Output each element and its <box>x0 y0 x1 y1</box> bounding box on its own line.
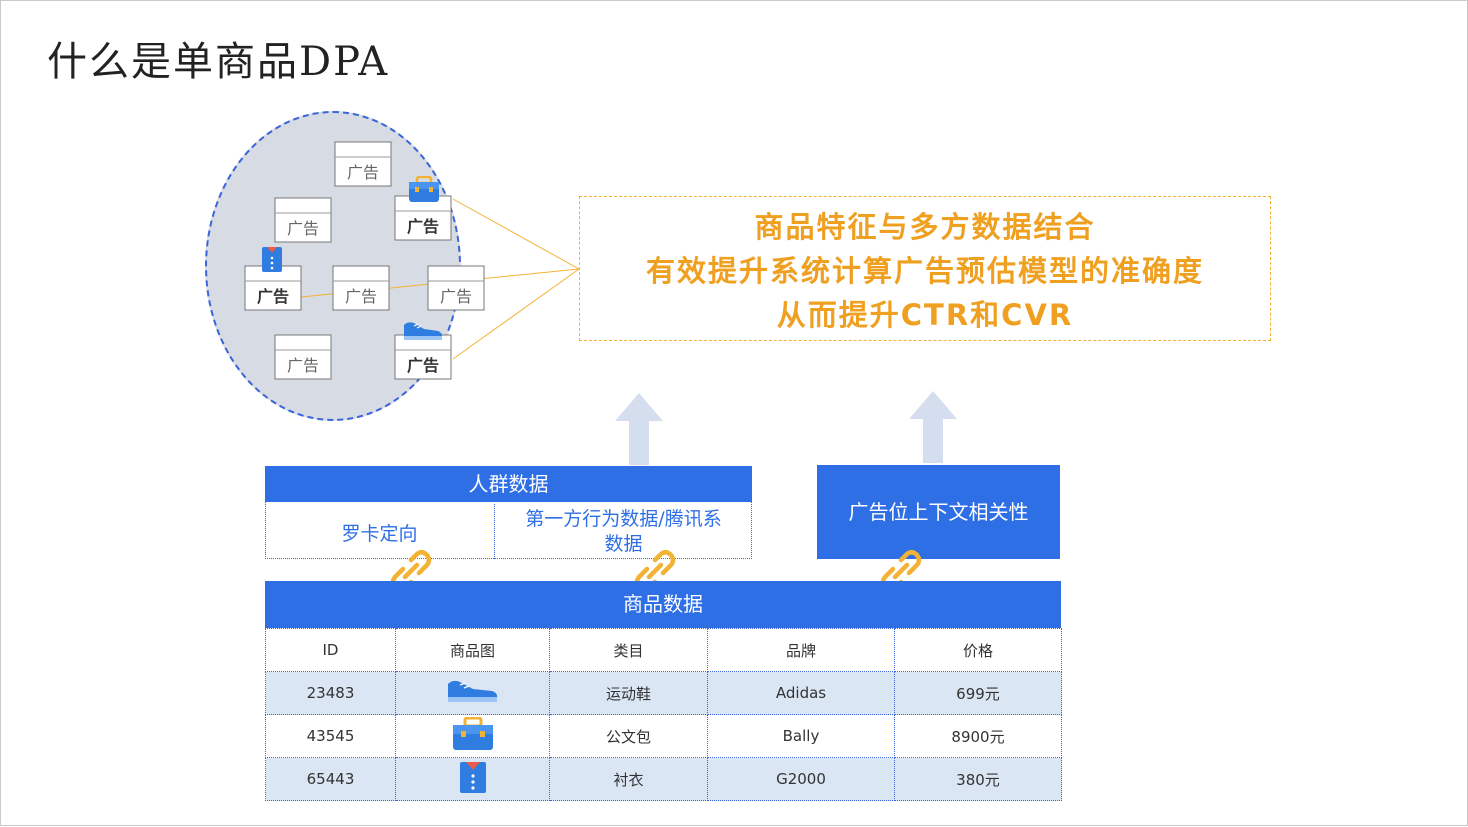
column-header: 品牌 <box>707 628 895 672</box>
cell-brand: G2000 <box>707 757 895 801</box>
ad-box-label: 广告 <box>344 287 377 306</box>
ad-box-shoe: 广告 <box>394 334 452 380</box>
cell-image <box>395 714 550 758</box>
ad-box-label: 广告 <box>406 217 439 236</box>
ad-box: 广告 <box>274 197 332 243</box>
ad-box: 广告 <box>334 141 392 187</box>
callout-box: 商品特征与多方数据结合 有效提升系统计算广告预估模型的准确度 从而提升CTR和C… <box>579 196 1271 341</box>
cell-price: 380元 <box>894 757 1062 801</box>
context-relevance-box: 广告位上下文相关性 <box>817 465 1060 559</box>
up-arrow-icon <box>615 393 663 465</box>
cell-category: 运动鞋 <box>549 671 708 715</box>
briefcase-icon <box>409 176 439 202</box>
cell-category: 公文包 <box>549 714 708 758</box>
crowd-cell-luoka: 罗卡定向 <box>341 523 418 545</box>
crowd-cell-line-1: 第一方行为数据/腾讯系 <box>525 508 722 530</box>
ad-box-label: 广告 <box>406 356 439 375</box>
ad-box-label: 广告 <box>439 287 472 306</box>
crowd-cell-first-party: 第一方行为数据/腾讯系 数据 <box>495 507 752 557</box>
cell-category: 衬衣 <box>549 757 708 801</box>
table-row: 65443 衬衣 G2000 380元 <box>265 757 1062 801</box>
crowd-data-divider <box>494 504 495 559</box>
column-header: 价格 <box>894 628 1062 672</box>
ad-box-shirt: 广告 <box>244 265 302 311</box>
shirt-icon <box>262 247 282 272</box>
cell-image <box>395 671 550 715</box>
shoe-icon <box>404 322 443 340</box>
briefcase-icon <box>452 716 493 750</box>
callout-line-1: 商品特征与多方数据结合 <box>754 210 1096 244</box>
cell-image <box>395 757 550 801</box>
cell-id: 65443 <box>265 757 396 801</box>
column-header: 类目 <box>549 628 708 672</box>
table-header-row: ID 商品图 类目 品牌 价格 <box>265 628 1062 672</box>
ad-box: 广告 <box>427 265 485 311</box>
table-row: 43545 公文包 Bally 8900元 <box>265 714 1062 758</box>
callout-line-3: 从而提升CTR和CVR <box>776 298 1074 332</box>
column-header: 商品图 <box>395 628 550 672</box>
crowd-data-body <box>265 502 752 559</box>
ad-box-label: 广告 <box>286 356 319 375</box>
ad-box-label: 广告 <box>286 219 319 238</box>
cell-brand: Bally <box>707 714 895 758</box>
page-title: 什么是单商品DPA <box>47 39 390 85</box>
crowd-data-header: 人群数据 <box>265 466 752 502</box>
table-row: 23483 运动鞋 Adidas 699元 <box>265 671 1062 715</box>
up-arrow-icon <box>909 391 957 463</box>
ad-box-label: 广告 <box>256 287 289 306</box>
shirt-icon <box>459 762 486 793</box>
ad-box: 广告 <box>332 265 390 311</box>
column-header: ID <box>265 628 396 672</box>
product-table: ID 商品图 类目 品牌 价格 23483 运动鞋 Adidas 699元 43… <box>265 628 1062 801</box>
cell-id: 23483 <box>265 671 396 715</box>
cell-id: 43545 <box>265 714 396 758</box>
ad-box: 广告 <box>274 334 332 380</box>
product-data-header: 商品数据 <box>265 581 1061 628</box>
ad-box-label: 广告 <box>346 163 379 182</box>
cell-brand: Adidas <box>707 671 895 715</box>
cell-price: 699元 <box>894 671 1062 715</box>
callout-line-2: 有效提升系统计算广告预估模型的准确度 <box>645 254 1204 288</box>
shoe-icon <box>447 680 497 702</box>
crowd-cell-line-2: 数据 <box>604 533 643 555</box>
cell-price: 8900元 <box>894 714 1062 758</box>
